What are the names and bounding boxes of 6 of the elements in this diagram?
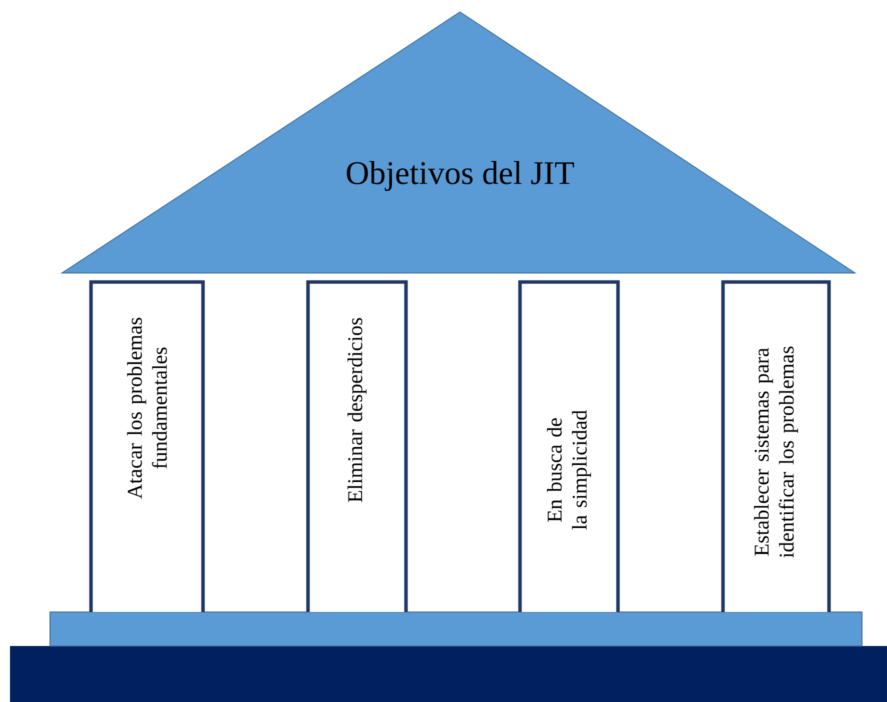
ground-band	[10, 646, 887, 702]
pillar: Eliminar desperdicios	[306, 280, 408, 614]
pillar: En busca de la simplicidad	[518, 280, 620, 614]
pillar: Atacar los problemas fundamentales	[89, 280, 205, 614]
base-platform	[50, 612, 862, 646]
pillar: Establecer sistemas para identificar los problemas	[721, 280, 831, 614]
